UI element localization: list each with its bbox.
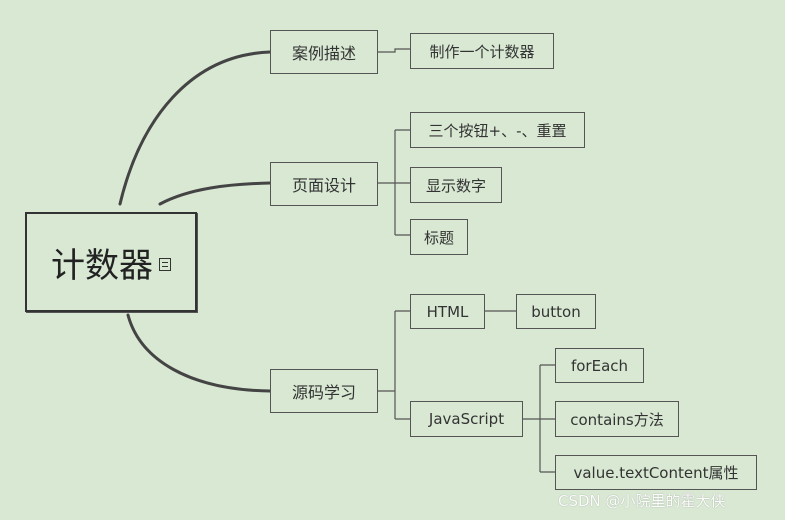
leaf-show-number-label: 显示数字 — [425, 176, 486, 195]
leaf-title-label: 标题 — [423, 228, 454, 247]
node-html[interactable]: HTML — [410, 294, 485, 329]
leaf-textcontent-label: value.textContent属性 — [573, 464, 739, 482]
leaf-contains-method[interactable]: contains方法 — [555, 401, 679, 437]
leaf-button[interactable]: button — [516, 294, 596, 329]
node-javascript-label: JavaScript — [428, 410, 505, 428]
leaf-three-buttons[interactable]: 三个按钮+、-、重置 — [410, 112, 585, 148]
link-root-page — [158, 181, 272, 206]
link-js-children — [523, 364, 555, 473]
root-label: 计数器 — [51, 245, 153, 286]
leaf-show-number[interactable]: 显示数字 — [410, 167, 502, 203]
link-page-children — [378, 129, 410, 236]
leaf-textcontent-property[interactable]: value.textContent属性 — [555, 455, 757, 490]
leaf-foreach[interactable]: forEach — [555, 348, 644, 383]
root-node-counter[interactable]: 计数器 — [25, 212, 197, 312]
link-case-child — [378, 48, 410, 53]
watermark: CSDN @小院里的霍大侠 — [558, 492, 726, 510]
branch-case-label: 案例描述 — [291, 44, 356, 63]
branch-page-design[interactable]: 页面设计 — [270, 162, 378, 206]
link-root-case — [118, 50, 272, 206]
branch-page-label: 页面设计 — [291, 176, 356, 195]
leaf-contains-label: contains方法 — [570, 410, 664, 429]
branch-case-description[interactable]: 案例描述 — [270, 30, 378, 74]
branch-source-label: 源码学习 — [291, 383, 356, 402]
leaf-make-counter[interactable]: 制作一个计数器 — [410, 33, 554, 69]
branch-source-study[interactable]: 源码学习 — [270, 369, 378, 413]
link-source-children — [378, 310, 410, 420]
leaf-make-counter-label: 制作一个计数器 — [429, 42, 535, 61]
leaf-foreach-label: forEach — [570, 356, 629, 375]
node-javascript[interactable]: JavaScript — [410, 401, 523, 437]
leaf-button-label: button — [531, 302, 581, 321]
node-html-label: HTML — [426, 302, 469, 321]
note-icon[interactable] — [159, 257, 171, 271]
leaf-three-buttons-label: 三个按钮+、-、重置 — [428, 121, 567, 140]
leaf-title[interactable]: 标题 — [410, 219, 468, 255]
link-root-source — [126, 313, 272, 393]
